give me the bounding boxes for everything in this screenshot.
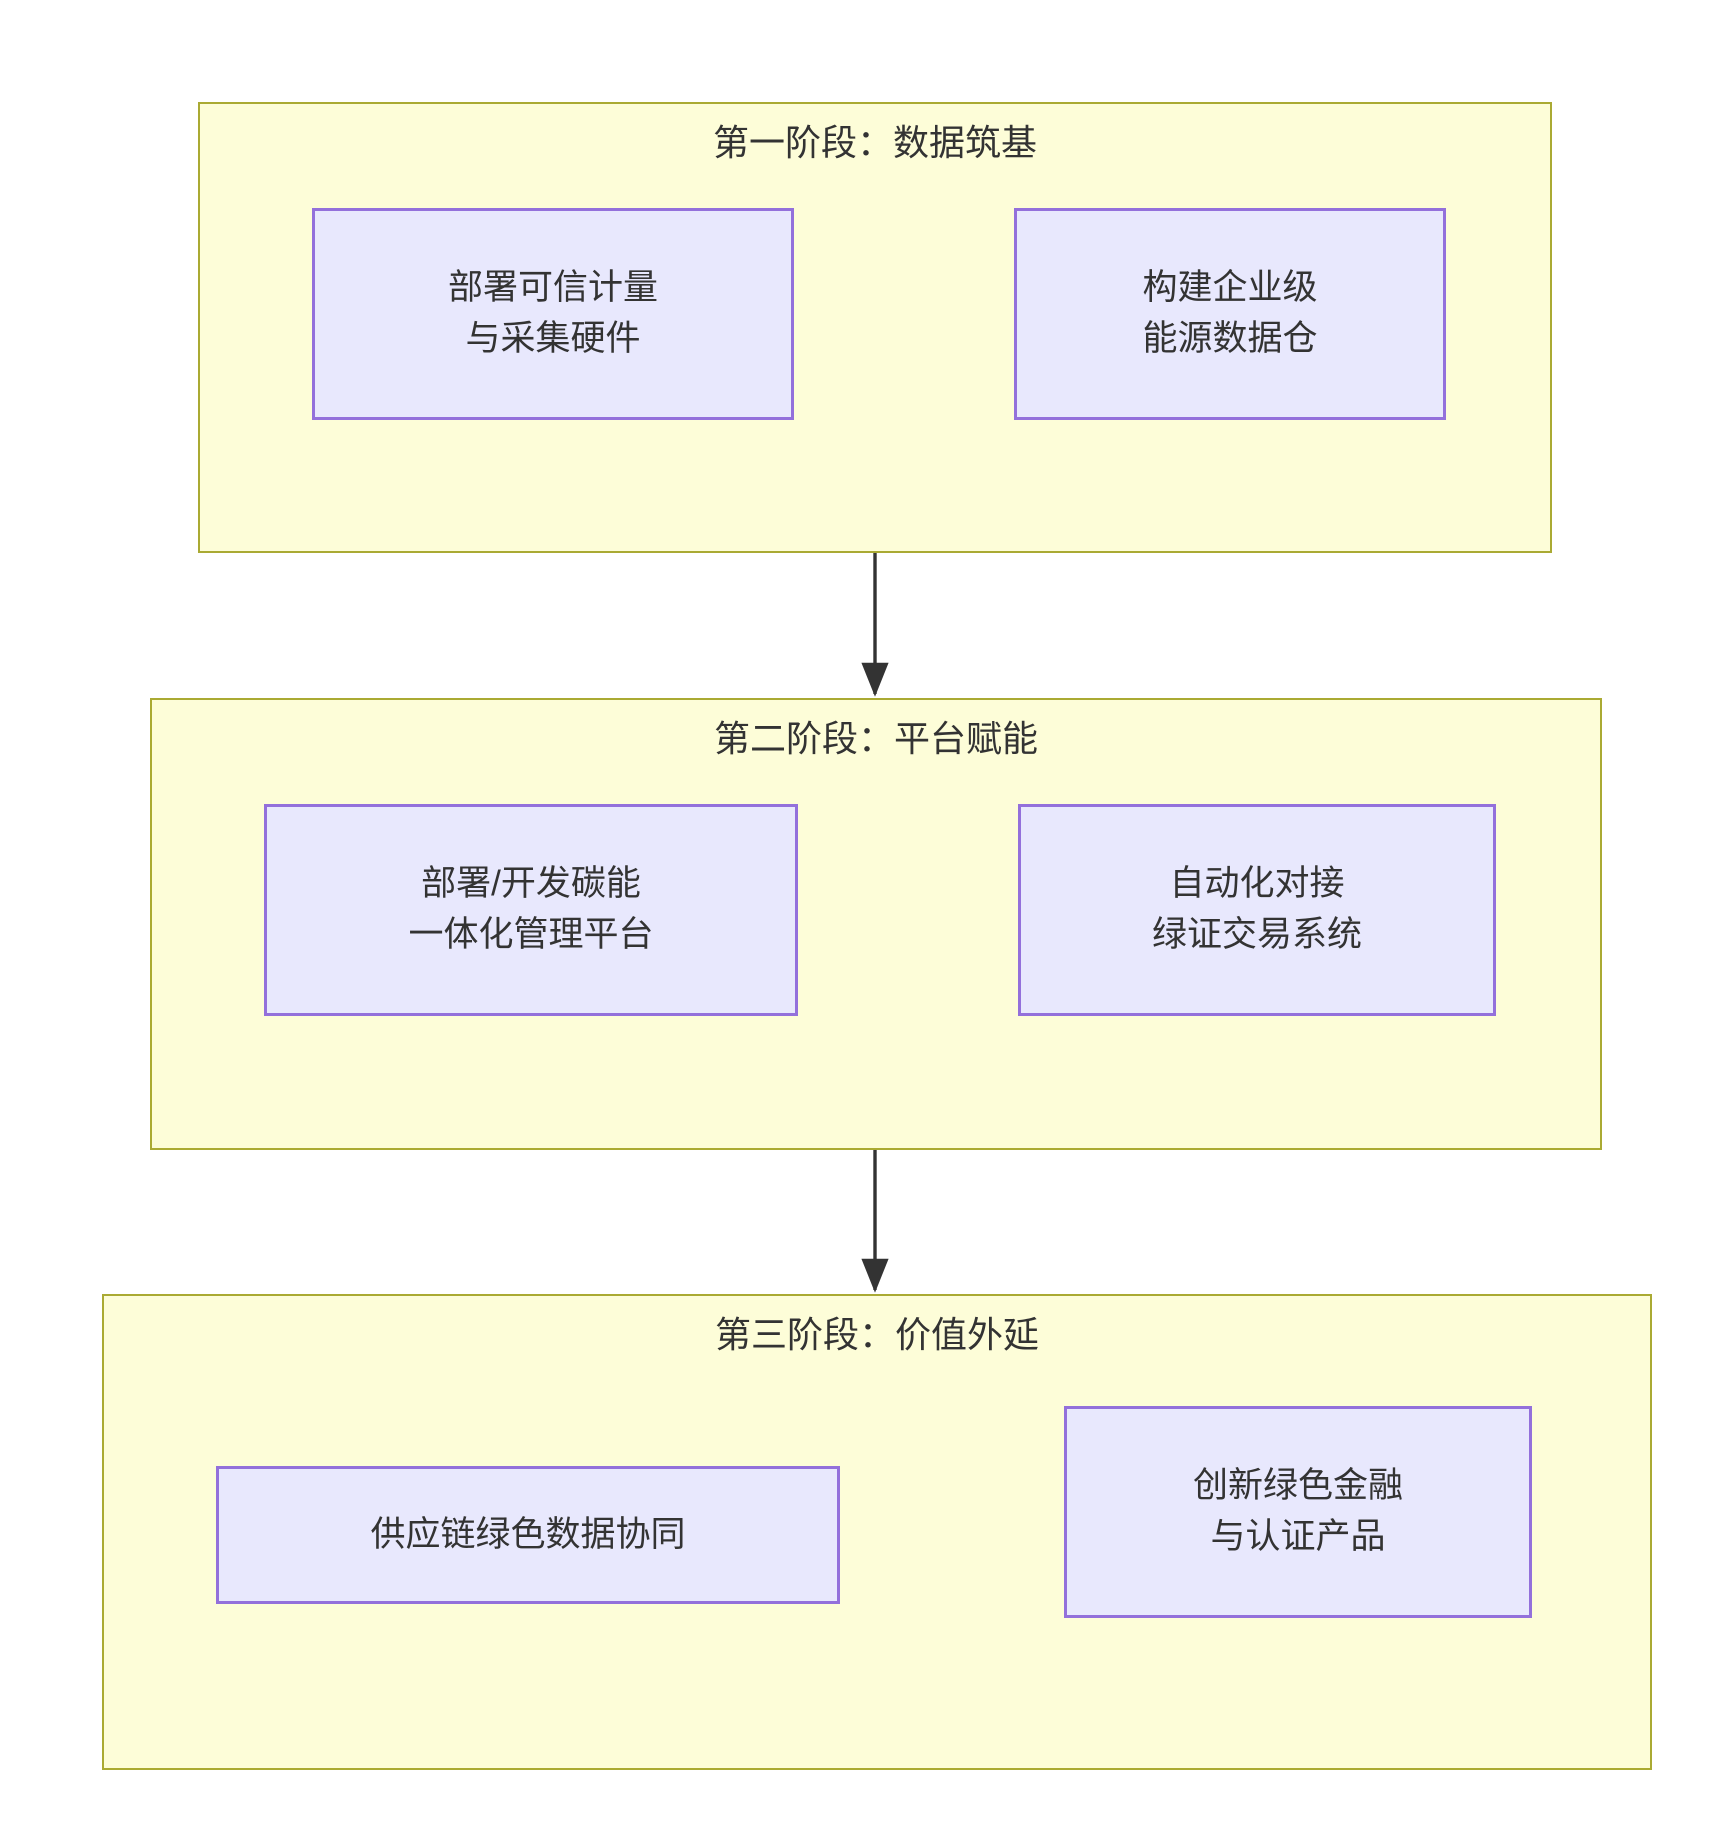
node-carbon-platform-line-1: 部署/开发碳能 (421, 864, 641, 904)
node-supply-chain-line-1: 供应链绿色数据协同 (370, 1514, 686, 1554)
node-energy-warehouse-line-1: 构建企业级 (1142, 268, 1318, 308)
phase-container-1[interactable]: 第一阶段：数据筑基 部署可信计量 与采集硬件 构建企业级 能源数据仓 (198, 102, 1552, 553)
node-green-cert-line-1: 自动化对接 (1169, 864, 1345, 904)
phase-title-3: 第三阶段：价值外延 (714, 1314, 1039, 1355)
phase-container-2[interactable]: 第二阶段：平台赋能 部署/开发碳能 一体化管理平台 自动化对接 绿证交易系统 (150, 698, 1602, 1150)
phase-container-3[interactable]: 第三阶段：价值外延 供应链绿色数据协同 创新绿色金融 与认证产品 (102, 1294, 1652, 1770)
node-deploy-metering-line-2: 与采集硬件 (465, 319, 641, 358)
node-deploy-metering-line-1: 部署可信计量 (447, 268, 658, 308)
node-green-finance-line-2: 与认证产品 (1210, 1517, 1386, 1556)
node-carbon-platform-line-2: 一体化管理平台 (408, 915, 654, 954)
node-carbon-platform[interactable]: 部署/开发碳能 一体化管理平台 (264, 804, 798, 1016)
node-green-cert[interactable]: 自动化对接 绿证交易系统 (1018, 804, 1496, 1016)
node-green-cert-line-2: 绿证交易系统 (1151, 915, 1362, 954)
node-green-finance-line-1: 创新绿色金融 (1192, 1466, 1403, 1506)
phase-title-2: 第二阶段：平台赋能 (713, 718, 1038, 759)
node-deploy-metering[interactable]: 部署可信计量 与采集硬件 (312, 208, 794, 420)
node-green-finance[interactable]: 创新绿色金融 与认证产品 (1064, 1406, 1532, 1618)
node-supply-chain[interactable]: 供应链绿色数据协同 (216, 1466, 840, 1604)
phase-title-1: 第一阶段：数据筑基 (712, 122, 1037, 163)
node-energy-warehouse-line-2: 能源数据仓 (1142, 319, 1318, 358)
node-energy-warehouse[interactable]: 构建企业级 能源数据仓 (1014, 208, 1446, 420)
